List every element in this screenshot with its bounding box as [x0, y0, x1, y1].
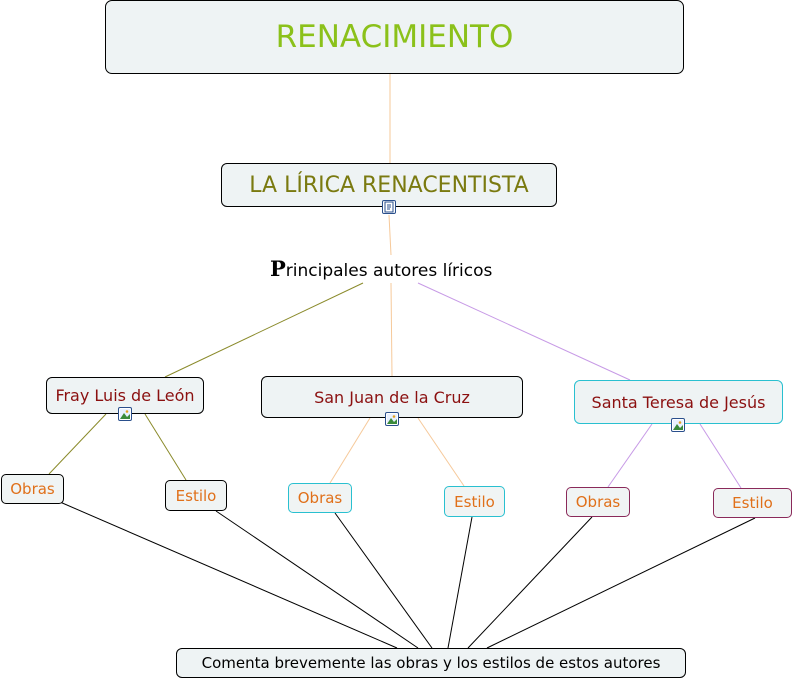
obras-node-san-juan[interactable]: Obras — [288, 483, 352, 513]
image-icon[interactable] — [385, 412, 399, 426]
link-obras-1-task — [59, 501, 398, 649]
link-san-juan-obras — [329, 417, 371, 484]
subtitle-node[interactable]: LA LÍRICA RENACENTISTA — [221, 163, 557, 207]
task-text: Comenta brevemente las obras y los estil… — [201, 654, 661, 672]
obras-label: Obras — [575, 493, 621, 511]
linking-phrase: Principales autores líricos — [270, 256, 492, 281]
link-estilo-2-task — [447, 516, 473, 649]
estilo-node-san-juan[interactable]: Estilo — [444, 486, 505, 517]
estilo-label: Estilo — [175, 486, 217, 505]
author-name: Fray Luis de León — [55, 386, 195, 405]
estilo-label: Estilo — [454, 492, 495, 511]
subtitle-text: LA LÍRICA RENACENTISTA — [249, 172, 529, 198]
author-node-fray-luis[interactable]: Fray Luis de León — [46, 377, 204, 414]
estilo-node-fray-luis[interactable]: Estilo — [165, 480, 227, 511]
link-subtitle-phrase — [388, 214, 392, 256]
document-icon[interactable] — [382, 200, 396, 214]
author-name: San Juan de la Cruz — [314, 387, 470, 407]
image-icon[interactable] — [118, 407, 132, 421]
link-fray-luis-obras — [48, 413, 107, 475]
author-node-san-juan[interactable]: San Juan de la Cruz — [261, 376, 523, 418]
obras-node-santa-teresa[interactable]: Obras — [566, 487, 630, 517]
obras-label: Obras — [297, 489, 343, 507]
link-estilo-1-task — [215, 510, 419, 649]
linking-phrase-initial: P — [270, 256, 286, 281]
author-name: Santa Teresa de Jesús — [591, 392, 766, 412]
obras-label: Obras — [10, 480, 55, 498]
link-santa-teresa-estilo — [699, 423, 742, 489]
link-san-juan-estilo — [417, 417, 465, 487]
link-santa-teresa-obras — [607, 423, 653, 488]
author-node-santa-teresa[interactable]: Santa Teresa de Jesús — [574, 380, 783, 424]
estilo-node-santa-teresa[interactable]: Estilo — [713, 488, 792, 518]
image-icon[interactable] — [671, 418, 685, 432]
link-phrase-santa-teresa — [417, 282, 631, 381]
link-fray-luis-estilo — [144, 413, 187, 481]
title-text: RENACIMIENTO — [275, 19, 514, 55]
title-node[interactable]: RENACIMIENTO — [105, 0, 684, 74]
link-phrase-san-juan — [390, 282, 393, 377]
link-estilo-3-task — [486, 517, 756, 649]
task-node[interactable]: Comenta brevemente las obras y los estil… — [176, 648, 686, 678]
obras-node-fray-luis[interactable]: Obras — [1, 474, 64, 504]
estilo-label: Estilo — [732, 494, 773, 512]
link-phrase-fray-luis — [164, 282, 364, 378]
linking-phrase-rest: rincipales autores líricos — [285, 261, 493, 281]
link-obras-2-task — [334, 512, 433, 649]
link-obras-3-task — [467, 516, 593, 649]
